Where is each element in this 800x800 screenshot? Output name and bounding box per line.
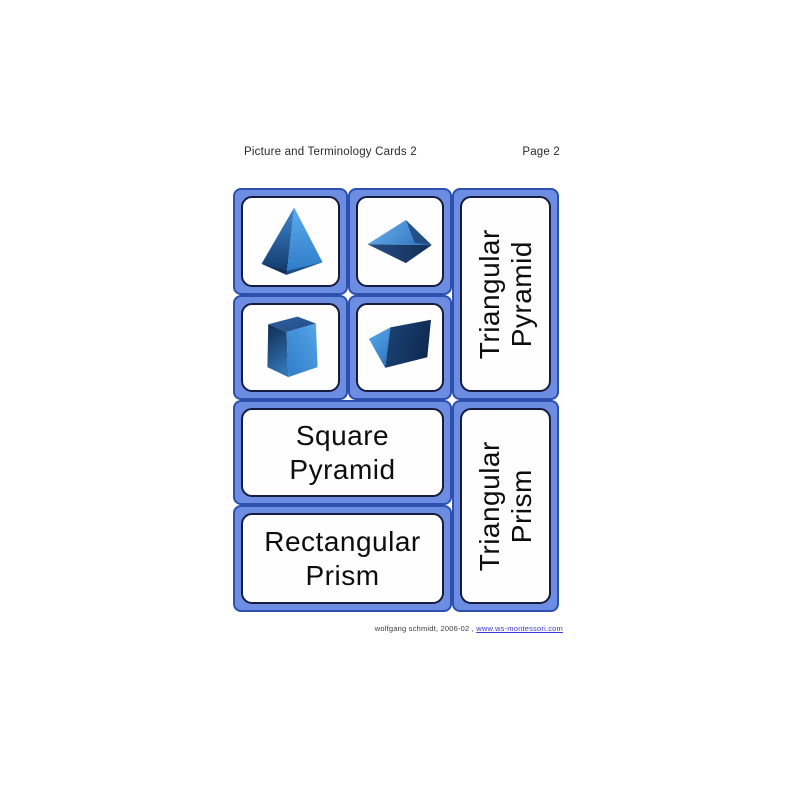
page-number: Page 2 [522, 146, 560, 158]
card-face [241, 196, 340, 287]
card-picture-rectangular-prism-standing [233, 295, 348, 400]
card-face [356, 303, 444, 392]
card-label-triangular-pyramid: Triangular Pyramid [452, 188, 559, 400]
card-face [356, 196, 444, 287]
card-label: Rectangular Prism [264, 525, 420, 591]
card-face [241, 303, 340, 392]
triangular-prism-lying-image [368, 319, 432, 369]
card-picture-triangular-pyramid-lying [348, 188, 452, 295]
card-label-square-pyramid: Square Pyramid [233, 400, 452, 505]
card-picture-triangular-pyramid-standing [233, 188, 348, 295]
card-label: Square Pyramid [289, 419, 395, 485]
triangular-pyramid-standing-image [261, 207, 323, 276]
document-title: Picture and Terminology Cards 2 [244, 146, 417, 158]
label-line: Triangular [473, 228, 505, 360]
label-line: Pyramid [505, 240, 537, 348]
card-label-rotated: Triangular Pyramid [473, 229, 537, 359]
card-face: Triangular Prism [460, 408, 551, 604]
page-header: Picture and Terminology Cards 2 Page 2 [244, 146, 560, 158]
label-line: Prism [505, 468, 537, 544]
website-link[interactable]: www.ws-montessori.com [476, 624, 563, 633]
cards-grid: Triangular Pyramid Square Pyramid Rectan… [233, 188, 559, 612]
label-line: Square [295, 420, 390, 452]
rectangular-prism-standing-image [267, 316, 318, 378]
label-line: Rectangular [264, 526, 421, 558]
triangular-pyramid-lying-image [367, 220, 432, 264]
label-line: Prism [305, 559, 380, 591]
label-line: Triangular [473, 440, 505, 572]
page-footer: wolfgang schmidt, 2006-02 , www.ws-monte… [233, 624, 563, 633]
card-face: Rectangular Prism [241, 513, 444, 604]
card-picture-triangular-prism-lying [348, 295, 452, 400]
card-label-rectangular-prism: Rectangular Prism [233, 505, 452, 612]
label-line: Pyramid [289, 453, 396, 485]
card-face: Square Pyramid [241, 408, 444, 497]
card-label-rotated: Triangular Prism [473, 441, 537, 571]
credit-text: wolfgang schmidt, 2006-02 , [374, 624, 474, 633]
card-label-triangular-prism: Triangular Prism [452, 400, 559, 612]
card-face: Triangular Pyramid [460, 196, 551, 392]
